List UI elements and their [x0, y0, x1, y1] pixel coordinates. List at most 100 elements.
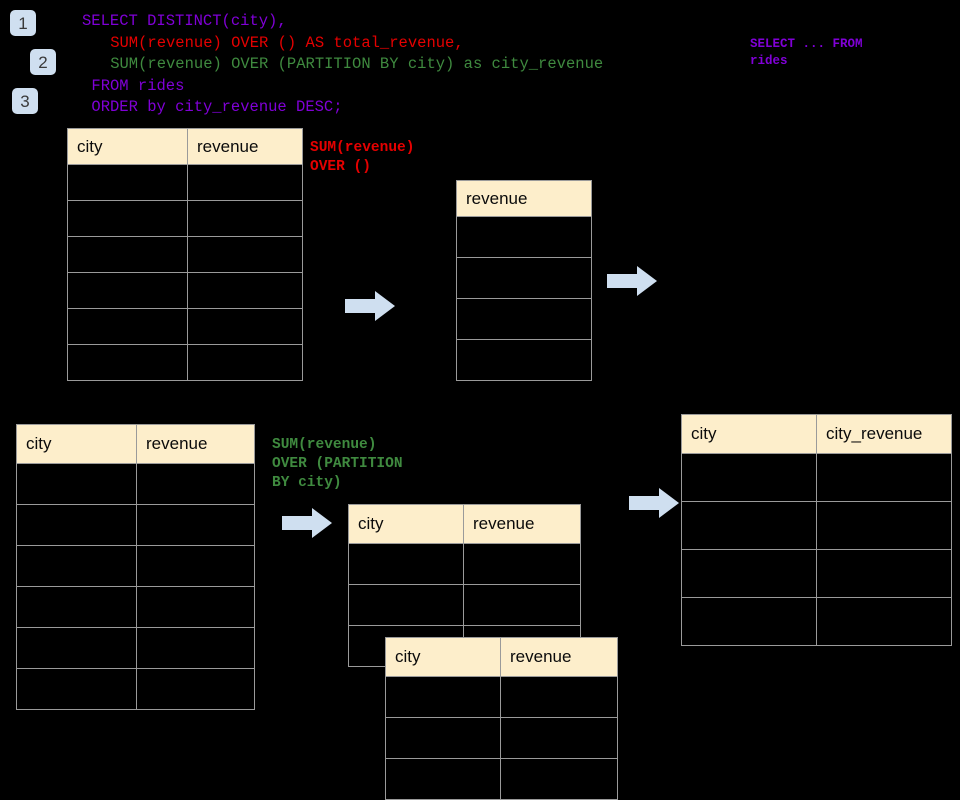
column-header-city: city [67, 128, 188, 165]
table-row [67, 308, 303, 345]
table-cell [681, 501, 817, 550]
table-cell [136, 463, 255, 505]
table-row [456, 216, 592, 258]
arrow-source-to-total [345, 290, 395, 322]
column-header-revenue: revenue [136, 424, 255, 464]
step-badge-3: 3 [12, 88, 38, 114]
column-header-revenue: revenue [463, 504, 581, 544]
table-cell [385, 758, 501, 800]
table-row [456, 339, 592, 381]
table-cell [456, 298, 592, 340]
table-cell [187, 236, 303, 273]
table-row [681, 501, 952, 550]
step-badge-2: 2 [30, 49, 56, 75]
select-from-rides-note: SELECT ... FROM rides [750, 37, 863, 68]
table-cell [136, 586, 255, 628]
arrow-partition-to-result [629, 487, 679, 519]
sql-line-3: SUM(revenue) OVER (PARTITION BY city) as… [110, 55, 604, 73]
table-cell [463, 543, 581, 585]
table-cell [136, 627, 255, 669]
table-row [456, 298, 592, 340]
sql-line-5: ORDER by city_revenue DESC; [91, 98, 343, 116]
table-cell [816, 549, 952, 598]
table-cell [67, 200, 188, 237]
table-header-row: revenue [456, 180, 592, 217]
table-cell [816, 501, 952, 550]
table-cell [187, 200, 303, 237]
table-row [16, 463, 255, 505]
table-cell [385, 676, 501, 718]
table-cell [187, 164, 303, 201]
table-row [385, 758, 618, 800]
arrow-source2-to-partition [281, 507, 333, 539]
table-row [681, 453, 952, 502]
column-header-city: city [16, 424, 137, 464]
table-row [16, 627, 255, 669]
table-cell [681, 453, 817, 502]
table-row [67, 236, 303, 273]
table-cell [67, 236, 188, 273]
table-cell [16, 668, 137, 710]
table-row [67, 164, 303, 201]
sql-line-1: SELECT DISTINCT(city), [82, 12, 287, 30]
table-cell [681, 597, 817, 646]
table-row [67, 272, 303, 309]
table-cell [136, 545, 255, 587]
table-cell [187, 308, 303, 345]
table-row [456, 257, 592, 299]
table-row [681, 597, 952, 646]
table-row [16, 545, 255, 587]
table-row [16, 504, 255, 546]
table-row [16, 586, 255, 628]
table-cell [500, 758, 618, 800]
table-row [385, 717, 618, 759]
table-row [67, 200, 303, 237]
column-header-city: city [681, 414, 817, 454]
table-cell [136, 668, 255, 710]
column-header-city_revenue: city_revenue [816, 414, 952, 454]
column-header-city: city [385, 637, 501, 677]
table-cell [187, 272, 303, 309]
sql-query-block: SELECT DISTINCT(city), SUM(revenue) OVER … [82, 11, 603, 119]
table-cell [500, 717, 618, 759]
sql-line-2: SUM(revenue) OVER () AS total_revenue, [110, 33, 464, 52]
sum-over-empty-note: SUM(revenue) OVER () [310, 140, 415, 175]
table-cell [67, 164, 188, 201]
table-cell [456, 339, 592, 381]
table-row [348, 543, 581, 585]
table-cell [385, 717, 501, 759]
total-revenue-table: revenue [456, 180, 592, 381]
table-row [67, 344, 303, 381]
table-cell [456, 216, 592, 258]
table-cell [187, 344, 303, 381]
table-cell [16, 545, 137, 587]
table-cell [16, 463, 137, 505]
table-cell [681, 549, 817, 598]
table-cell [348, 584, 464, 626]
table-cell [16, 586, 137, 628]
table-cell [456, 257, 592, 299]
arrow-total-to-result [607, 265, 657, 297]
sum-over-partition-note: SUM(revenue) OVER (PARTITION BY city) [272, 437, 403, 491]
table-row [385, 676, 618, 718]
column-header-revenue: revenue [500, 637, 618, 677]
table-cell [67, 344, 188, 381]
table-row [16, 668, 255, 710]
sql-line-4: FROM rides [91, 76, 185, 95]
column-header-revenue: revenue [456, 180, 592, 217]
table-cell [16, 627, 137, 669]
table-cell [816, 597, 952, 646]
table-cell [67, 308, 188, 345]
table-cell [16, 504, 137, 546]
table-cell [500, 676, 618, 718]
column-header-city: city [348, 504, 464, 544]
